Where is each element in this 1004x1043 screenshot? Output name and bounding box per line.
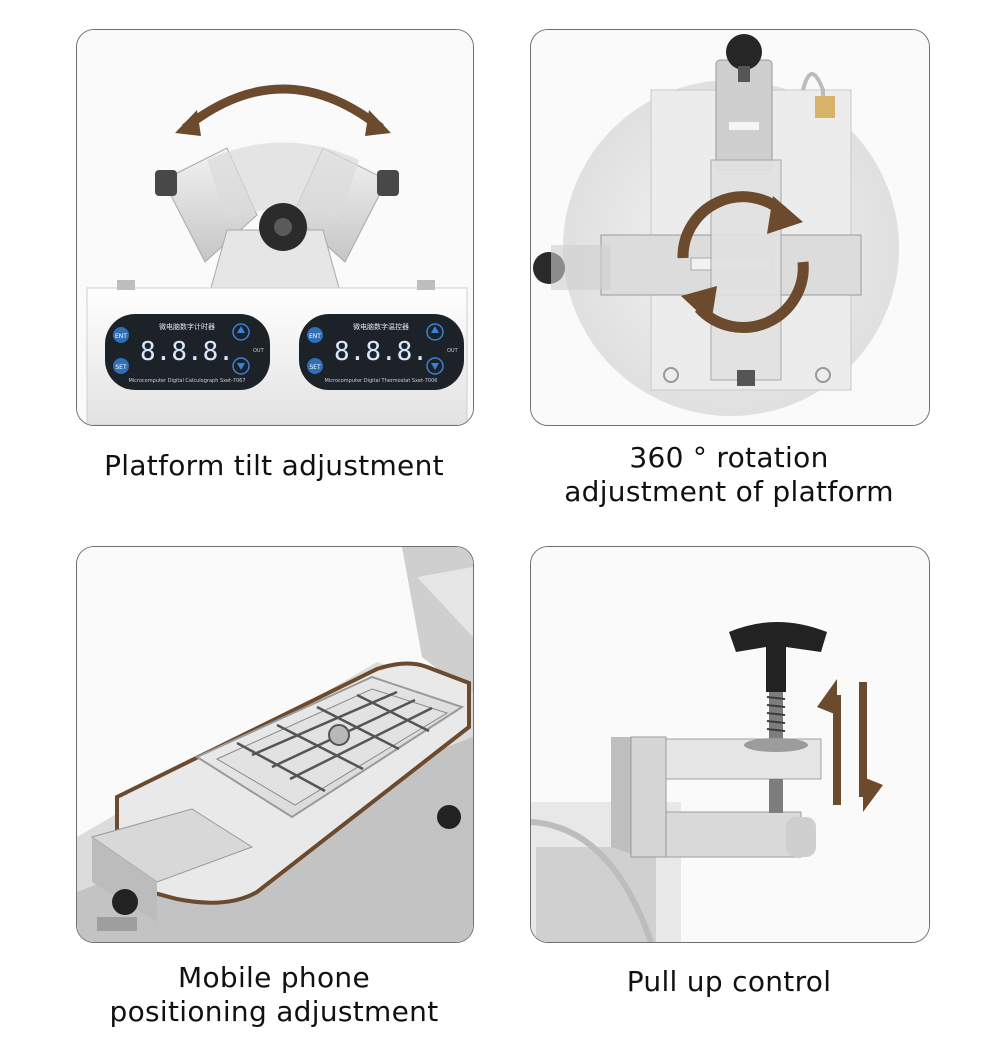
- set-button-label: SET: [309, 364, 321, 371]
- timer-title: 微电脑数字计时器: [159, 322, 215, 331]
- caption-tilt: Platform tilt adjustment: [76, 449, 472, 483]
- caption-line: Mobile phone: [178, 961, 370, 994]
- tilt-platform-illustration: 微电脑数字计时器 ENT SET 8.8.8. OUT Microcompute…: [77, 30, 473, 425]
- caption-line: Platform tilt adjustment: [104, 449, 444, 482]
- feature-card-positioning: [76, 546, 474, 943]
- down-arrow-icon: [431, 363, 439, 370]
- positioning-platform-illustration: [77, 547, 473, 942]
- caption-rotation: 360 ° rotation adjustment of platform: [515, 441, 943, 509]
- t-knob-icon: [729, 622, 827, 692]
- pullup-clamp-illustration: [531, 547, 929, 942]
- ent-button-label: ENT: [115, 333, 127, 340]
- rotation-arrow-icon: [677, 191, 809, 333]
- thermostat-model: Microcomputer Digital Thermostat Sxet-70…: [325, 378, 438, 384]
- out-label: OUT: [253, 348, 265, 354]
- knob-icon: [726, 34, 762, 70]
- up-down-arrow-icon: [817, 679, 883, 812]
- down-arrow-icon: [237, 363, 245, 370]
- caption-line: adjustment of platform: [564, 475, 894, 508]
- timer-display: 8.8.8.: [140, 337, 234, 367]
- feature-card-pullup: [530, 546, 930, 943]
- out-label: OUT: [447, 348, 459, 354]
- thermostat-title: 微电脑数字温控器: [353, 322, 409, 331]
- timer-model: Microcomputer Digital Calculograph Sxet-…: [128, 378, 245, 384]
- caption-line: 360 ° rotation: [629, 441, 829, 474]
- thermostat-controller-panel: 微电脑数字温控器 ENT SET 8.8.8. OUT Microcompute…: [299, 314, 464, 390]
- thermostat-display: 8.8.8.: [334, 337, 428, 367]
- up-arrow-icon: [237, 326, 245, 333]
- caption-positioning: Mobile phone positioning adjustment: [76, 961, 472, 1029]
- up-arrow-icon: [431, 326, 439, 333]
- ent-button-label: ENT: [309, 333, 321, 340]
- set-button-label: SET: [115, 364, 127, 371]
- knob-icon: [437, 805, 461, 829]
- timer-controller-panel: 微电脑数字计时器 ENT SET 8.8.8. OUT Microcompute…: [105, 314, 270, 390]
- feature-card-tilt: 微电脑数字计时器 ENT SET 8.8.8. OUT Microcompute…: [76, 29, 474, 426]
- caption-line: Pull up control: [626, 965, 832, 998]
- feature-card-rotation: [530, 29, 930, 426]
- knob-icon: [112, 889, 138, 915]
- tilt-arc-arrow: [182, 84, 384, 132]
- caption-pullup: Pull up control: [515, 965, 943, 999]
- rotation-platform-illustration: [531, 30, 929, 425]
- caption-line: positioning adjustment: [109, 995, 439, 1028]
